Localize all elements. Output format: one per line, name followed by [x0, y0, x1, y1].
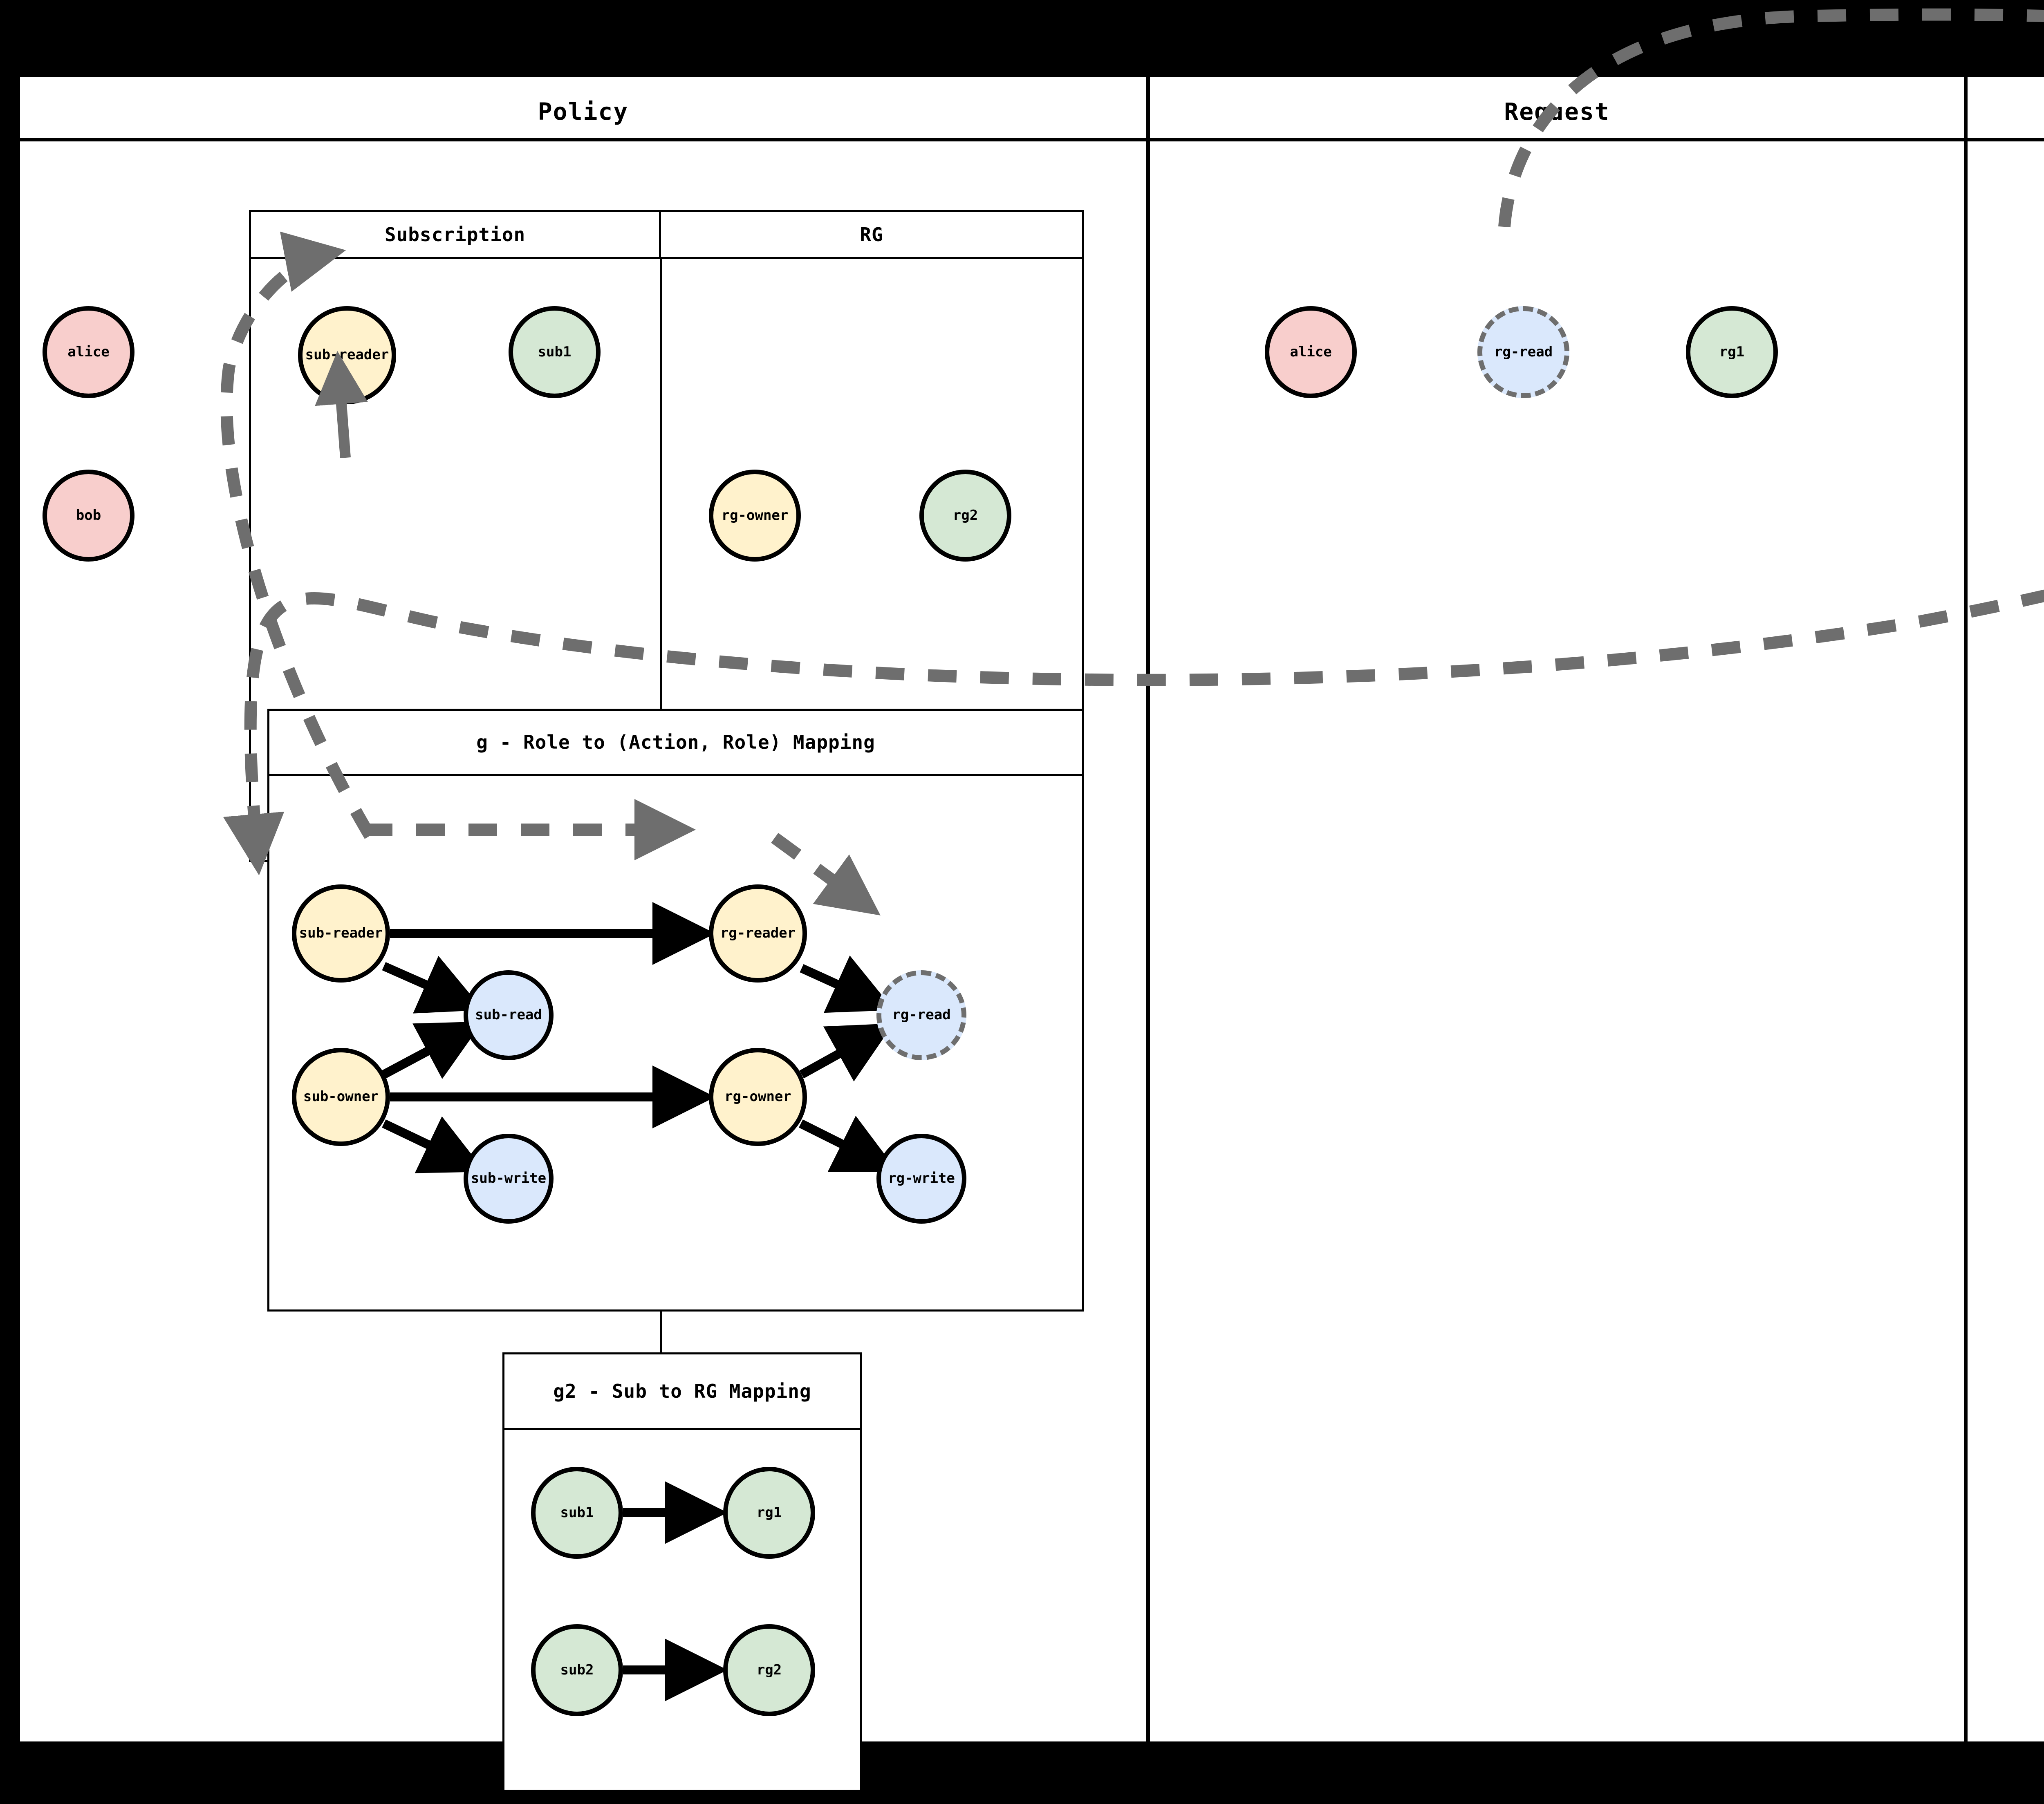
- node-label: sub2: [560, 1661, 594, 1678]
- g-node-rg-reader[interactable]: rg-reader: [709, 884, 807, 983]
- node-label: rg-write: [888, 1170, 955, 1187]
- request-node-rg1[interactable]: rg1: [1686, 306, 1778, 398]
- g2-mapping-title-label: g2 - Sub to RG Mapping: [553, 1380, 811, 1402]
- g-node-rg-owner[interactable]: rg-owner: [709, 1048, 807, 1146]
- policy-node-rg-owner[interactable]: rg-owner: [709, 470, 801, 562]
- subscription-column-header: Subscription: [249, 210, 661, 259]
- g-node-rg-write[interactable]: rg-write: [876, 1134, 966, 1224]
- lane-divider-policy-request: [1146, 77, 1150, 1741]
- g-node-sub-reader[interactable]: sub-reader: [292, 884, 390, 983]
- g2-node-sub1[interactable]: sub1: [531, 1467, 623, 1559]
- g-mapping-title: g - Role to (Action, Role) Mapping: [267, 709, 1084, 776]
- node-label: rg1: [756, 1504, 782, 1521]
- matching-formula-subject: r.sub == p.sub: [2035, 480, 2044, 497]
- node-label: rg-reader: [720, 925, 796, 942]
- request-node-alice[interactable]: alice: [1265, 306, 1357, 398]
- node-label: rg-owner: [721, 507, 789, 524]
- column-label-rg: RG: [860, 223, 883, 246]
- node-label: rg-read: [892, 1007, 951, 1023]
- column-label-subscription: Subscription: [384, 223, 526, 246]
- swimlane-frame: Policy Request Matching alice bob Subscr…: [16, 74, 2044, 1804]
- policy-node-bob[interactable]: bob: [43, 470, 134, 562]
- node-label: sub-reader: [305, 347, 389, 363]
- node-label: rg2: [756, 1661, 782, 1678]
- policy-node-alice[interactable]: alice: [43, 306, 134, 398]
- policy-node-sub-reader[interactable]: sub-reader: [298, 306, 396, 404]
- g2-node-rg2[interactable]: rg2: [723, 1624, 815, 1716]
- lane-title-request: Request: [1504, 98, 1610, 125]
- node-label: sub-reader: [299, 925, 383, 942]
- policy-node-rg2[interactable]: rg2: [919, 470, 1011, 562]
- node-label: sub-read: [475, 1007, 542, 1023]
- g2-mapping-title: g2 - Sub to RG Mapping: [502, 1352, 862, 1430]
- node-label: rg-read: [1494, 343, 1553, 360]
- node-label: alice: [67, 343, 110, 360]
- g-node-sub-write[interactable]: sub-write: [464, 1134, 554, 1224]
- g-node-sub-read[interactable]: sub-read: [464, 970, 554, 1060]
- node-label: sub1: [538, 343, 572, 360]
- g-node-rg-read[interactable]: rg-read: [876, 970, 966, 1060]
- rg-column-header: RG: [659, 210, 1084, 259]
- g2-node-rg1[interactable]: rg1: [723, 1467, 815, 1559]
- request-node-rg-read[interactable]: rg-read: [1477, 306, 1569, 398]
- lane-divider-request-matching: [1964, 77, 1968, 1741]
- node-label: sub-owner: [303, 1088, 379, 1105]
- header-divider: [20, 138, 2044, 141]
- g-mapping-title-label: g - Role to (Action, Role) Mapping: [476, 731, 875, 754]
- node-label: rg2: [953, 507, 978, 524]
- g2-node-sub2[interactable]: sub2: [531, 1624, 623, 1716]
- lane-title-matching: Matching: [1968, 98, 2044, 125]
- node-label: bob: [76, 507, 101, 524]
- g-mapping-body: [267, 774, 1084, 1312]
- node-label: alice: [1290, 343, 1332, 360]
- policy-node-sub1[interactable]: sub1: [509, 306, 601, 398]
- node-label: rg-owner: [724, 1088, 791, 1105]
- node-label: rg1: [1719, 343, 1745, 360]
- g-node-sub-owner[interactable]: sub-owner: [292, 1048, 390, 1146]
- node-label: sub-write: [471, 1170, 547, 1187]
- lane-title-policy: Policy: [538, 98, 629, 125]
- node-label: sub1: [560, 1504, 594, 1521]
